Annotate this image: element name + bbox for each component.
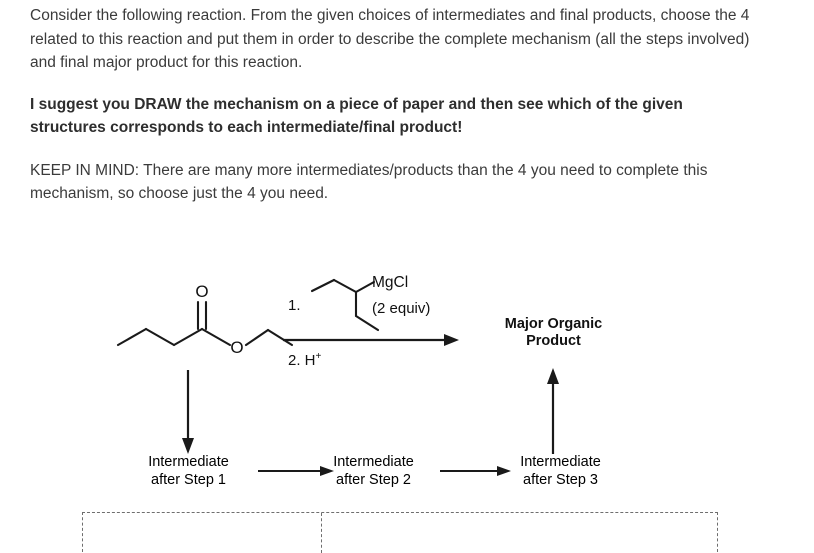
arrow-up-to-major-product — [547, 368, 559, 454]
reaction-scheme: O O — [0, 258, 814, 529]
reagent-mgcl-formula: MgCl — [372, 274, 409, 291]
reagent-equivalents-label: (2 equiv) — [372, 300, 431, 317]
major-organic-product-label: Major Organic Product — [481, 316, 626, 350]
reagent-step-2-superscript: + — [315, 351, 322, 362]
intermediate-1-line-2: after Step 1 — [151, 471, 226, 488]
answer-choices-panel — [82, 512, 718, 553]
question-paragraph-3: KEEP IN MIND: There are many more interm… — [30, 161, 708, 203]
arrow-down-to-intermediate-1 — [182, 370, 194, 454]
ester-oxygen-atom-label: O — [230, 338, 243, 357]
main-reaction-arrow — [283, 334, 459, 346]
question-paragraph-2-bold: I suggest you DRAW the mechanism on a pi… — [30, 95, 683, 137]
grignard-reagent-structure — [310, 278, 380, 332]
intermediate-3-line-2: after Step 3 — [523, 471, 598, 488]
intermediate-after-step-2-label: Intermediate after Step 2 — [311, 454, 436, 489]
major-product-line-2: Product — [526, 333, 581, 349]
intermediate-1-line-1: Intermediate — [148, 454, 229, 470]
arrow-intermediate-1-to-2 — [258, 466, 334, 476]
answer-choices-divider — [321, 513, 322, 553]
reagent-step-1-number: 1. — [288, 297, 301, 314]
ethyl-butanoate-structure — [116, 300, 294, 347]
reagent-step-2-label: 2. H+ — [288, 351, 321, 369]
intermediate-after-step-3-label: Intermediate after Step 3 — [498, 454, 623, 489]
carbonyl-oxygen-atom-label: O — [195, 282, 208, 301]
reagent-step-2-text: 2. H — [288, 352, 316, 369]
intermediate-2-line-1: Intermediate — [333, 454, 414, 470]
question-paragraph-1: Consider the following reaction. From th… — [30, 7, 750, 71]
intermediate-3-line-1: Intermediate — [520, 454, 601, 470]
question-prose: Consider the following reaction. From th… — [30, 0, 760, 206]
arrow-intermediate-2-to-3 — [440, 466, 511, 476]
intermediate-2-line-2: after Step 2 — [336, 471, 411, 488]
major-product-line-1: Major Organic — [504, 316, 603, 332]
intermediate-after-step-1-label: Intermediate after Step 1 — [126, 454, 251, 489]
reaction-scheme-drawing: O O — [116, 278, 559, 476]
